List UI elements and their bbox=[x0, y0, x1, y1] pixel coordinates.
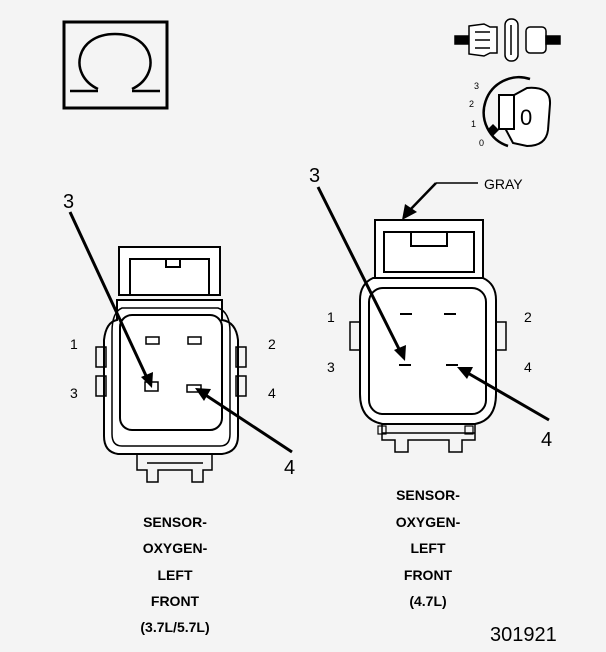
caption-line-4: FRONT bbox=[151, 593, 200, 609]
pin-label-4: 4 bbox=[524, 359, 532, 375]
caption-line-3: LEFT bbox=[158, 567, 193, 583]
callout-arrow-4 bbox=[195, 388, 293, 454]
callout-arrow-3 bbox=[68, 211, 153, 388]
caption-line-2: OXYGEN- bbox=[143, 540, 208, 556]
ignition-switch-icon: 3 2 1 0 0 bbox=[469, 76, 552, 148]
caption-line-1: SENSOR- bbox=[143, 514, 207, 530]
key-position-label: 0 bbox=[520, 105, 532, 130]
caption-line-2: OXYGEN- bbox=[396, 514, 461, 530]
caption-line-5: (4.7L) bbox=[409, 593, 446, 609]
pin-cavity-1 bbox=[145, 336, 160, 345]
ohmmeter-box bbox=[62, 20, 169, 110]
wire-color-label: GRAY bbox=[484, 176, 523, 192]
pin-label-3: 3 bbox=[70, 385, 78, 401]
caption-line-4: FRONT bbox=[404, 567, 453, 583]
caption-line-3: LEFT bbox=[411, 540, 446, 556]
connector-latch bbox=[374, 219, 484, 279]
disconnect-connector-icon bbox=[454, 18, 561, 62]
callout-4: 4 bbox=[541, 429, 552, 451]
connector-47 bbox=[349, 219, 507, 453]
caption-47: SENSOR- OXYGEN- LEFT FRONT (4.7L) bbox=[396, 487, 461, 609]
callout-4: 4 bbox=[284, 457, 295, 479]
side-tab-left-upper bbox=[349, 321, 361, 351]
pin-label-4: 4 bbox=[268, 385, 276, 401]
pin-label-1: 1 bbox=[327, 309, 335, 325]
ignition-cylinder-ring bbox=[482, 76, 531, 148]
key-head-icon bbox=[504, 86, 552, 148]
bottom-lock-tabs bbox=[381, 424, 476, 453]
omega-icon bbox=[70, 32, 160, 93]
callout-3: 3 bbox=[63, 191, 74, 213]
pin-label-3: 3 bbox=[327, 359, 335, 375]
callout-arrow-3 bbox=[316, 186, 406, 361]
wire-color-leader bbox=[402, 182, 478, 220]
bottom-lock-tabs bbox=[136, 454, 213, 483]
figure-number: 301921 bbox=[490, 624, 557, 646]
caption-line-1: SENSOR- bbox=[396, 487, 460, 503]
callout-arrow-4 bbox=[457, 367, 550, 422]
ignition-position-3: 3 bbox=[474, 81, 479, 91]
pin-label-2: 2 bbox=[268, 336, 276, 352]
caption-37-57: SENSOR- OXYGEN- LEFT FRONT (3.7L/5.7L) bbox=[140, 514, 209, 635]
ignition-pointer-icon bbox=[487, 124, 499, 136]
pin-label-1: 1 bbox=[70, 336, 78, 352]
side-tab-left-upper bbox=[95, 346, 107, 368]
side-tab-left-lower bbox=[95, 375, 107, 397]
side-tab-right-upper bbox=[495, 321, 507, 351]
side-tab-right-upper bbox=[235, 346, 247, 368]
ignition-position-2: 2 bbox=[469, 99, 474, 109]
ohmmeter-symbol bbox=[62, 20, 169, 110]
connector-shell-rim bbox=[111, 307, 231, 447]
connector-latch bbox=[118, 246, 221, 296]
ignition-position-0: 0 bbox=[479, 138, 484, 148]
callout-3: 3 bbox=[309, 165, 320, 187]
side-tab-right-lower bbox=[235, 375, 247, 397]
connector-face bbox=[368, 287, 487, 415]
pin-label-2: 2 bbox=[524, 309, 532, 325]
ignition-position-1: 1 bbox=[471, 119, 476, 129]
caption-line-5: (3.7L/5.7L) bbox=[140, 619, 209, 635]
key-bow bbox=[498, 94, 515, 130]
connector-face bbox=[119, 314, 223, 431]
pin-cavity-2 bbox=[187, 336, 202, 345]
connector-37-57 bbox=[95, 246, 247, 483]
